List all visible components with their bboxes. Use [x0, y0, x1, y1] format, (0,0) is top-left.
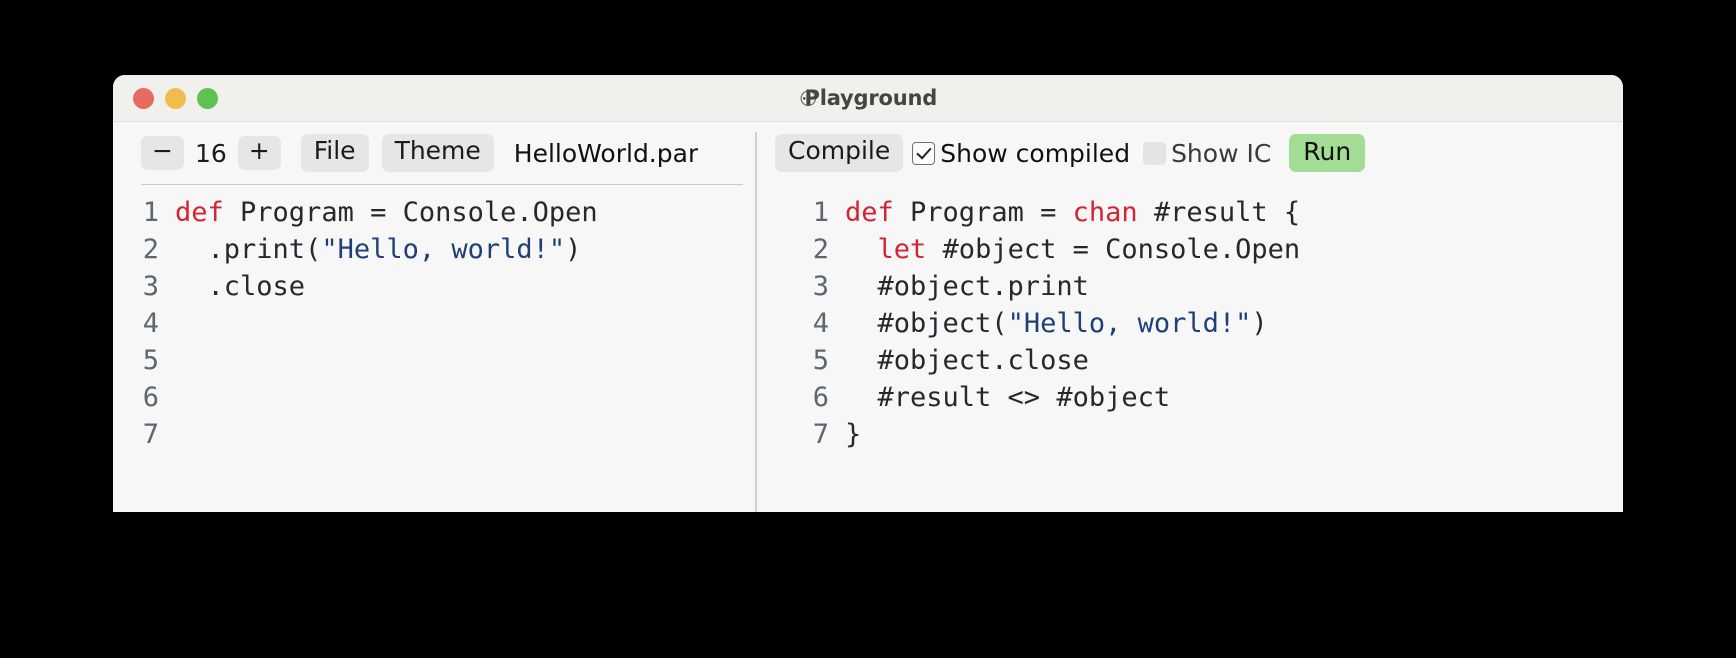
code-keyword: chan	[1072, 197, 1138, 228]
code-plain: .close	[175, 271, 306, 302]
code-line: 3 #object.print	[757, 268, 1623, 305]
code-plain: #result <> #object	[845, 382, 1171, 413]
code-line-text: let #object = Console.Open	[845, 231, 1301, 268]
editor-toolbar-divider	[141, 184, 743, 185]
pane-splitter[interactable]	[755, 132, 757, 512]
code-line: 4 #object("Hello, world!")	[757, 305, 1623, 342]
checkbox-checked-icon	[912, 141, 936, 165]
code-string: "Hello, world!"	[321, 234, 566, 265]
close-window-button[interactable]	[133, 87, 154, 109]
code-line-text: .close	[175, 268, 306, 305]
playground-window: ⚇Playground − 16 + File Theme HelloWorld…	[113, 75, 1623, 512]
code-plain: #result {	[1137, 197, 1301, 228]
editor-toolbar: − 16 + File Theme HelloWorld.par	[113, 122, 755, 184]
window-controls	[133, 87, 218, 109]
source-editor-pane: − 16 + File Theme HelloWorld.par 1 def Pr…	[113, 122, 755, 512]
code-line-text: #object("Hello, world!")	[845, 305, 1268, 342]
code-line-text: .print("Hello, world!")	[175, 231, 582, 268]
code-line: 2 let #object = Console.Open	[757, 231, 1623, 268]
line-number: 7	[812, 419, 829, 450]
code-plain: Program =	[893, 197, 1073, 228]
show-compiled-checkbox[interactable]: Show compiled	[912, 139, 1130, 168]
window-titlebar: ⚇Playground	[113, 75, 1623, 122]
show-compiled-label: Show compiled	[940, 138, 1131, 168]
current-file-name: HelloWorld.par	[513, 138, 699, 168]
file-menu-button[interactable]: File	[300, 134, 369, 172]
line-number: 3	[142, 271, 159, 302]
code-keyword: def	[845, 197, 894, 228]
code-plain: )	[1251, 308, 1268, 339]
code-line: 7}	[757, 416, 1623, 453]
code-plain: .print(	[175, 234, 322, 265]
code-line-text: def Program = Console.Open	[175, 194, 598, 231]
code-line-text: def Program = chan #result {	[845, 194, 1300, 231]
code-keyword: let	[877, 234, 927, 265]
minimize-window-button[interactable]	[165, 87, 186, 109]
output-toolbar: Compile Show compiled Show IC Run	[757, 122, 1623, 184]
code-line: 3 .close	[113, 268, 755, 305]
code-plain: Program = Console.Open	[223, 197, 598, 228]
code-line: 6	[113, 379, 755, 416]
code-line: 1 def Program = chan #result {	[757, 194, 1623, 231]
zoom-in-button[interactable]: +	[237, 136, 281, 170]
code-line: 2 .print("Hello, world!")	[113, 231, 755, 268]
run-button[interactable]: Run	[1289, 134, 1366, 172]
show-ic-label: Show IC	[1171, 138, 1272, 168]
font-size-value: 16	[194, 138, 227, 168]
code-plain: #object = Console.Open	[926, 234, 1301, 265]
code-plain	[845, 234, 878, 265]
code-plain: #object.print	[845, 271, 1089, 302]
code-string: "Hello, world!"	[1007, 308, 1252, 339]
code-line-text: #result <> #object	[845, 379, 1171, 416]
code-plain: )	[565, 234, 582, 265]
code-line-text: #object.close	[845, 342, 1089, 379]
code-line: 5	[113, 342, 755, 379]
code-plain: #object.close	[845, 345, 1089, 376]
line-number: 6	[142, 382, 159, 413]
code-plain: #object(	[845, 308, 1008, 339]
line-number: 1	[142, 197, 159, 228]
compiled-output-pane: Compile Show compiled Show IC Run 1 def P…	[757, 122, 1623, 512]
window-title: ⚇Playground	[113, 86, 1623, 111]
code-line: 1 def Program = Console.Open	[113, 194, 755, 231]
line-number: 5	[142, 345, 159, 376]
maximize-window-button[interactable]	[197, 87, 218, 109]
zoom-out-button[interactable]: −	[141, 136, 184, 170]
window-title-text: Playground	[804, 86, 938, 110]
code-line-text: }	[845, 416, 861, 453]
line-number: 4	[142, 308, 159, 339]
code-line: 7	[113, 416, 755, 453]
checkbox-unchecked-icon	[1143, 141, 1167, 165]
line-number: 2	[812, 234, 829, 265]
code-line-text: #object.print	[845, 268, 1089, 305]
code-line: 5 #object.close	[757, 342, 1623, 379]
code-plain: }	[845, 419, 862, 450]
theme-menu-button[interactable]: Theme	[381, 134, 494, 172]
code-line: 6 #result <> #object	[757, 379, 1623, 416]
line-number: 6	[812, 382, 829, 413]
line-number: 7	[142, 419, 159, 450]
line-number: 3	[812, 271, 829, 302]
line-number: 2	[142, 234, 159, 265]
compile-button[interactable]: Compile	[775, 134, 904, 172]
line-number: 5	[812, 345, 829, 376]
code-keyword: def	[175, 197, 224, 228]
missing-glyph-icon: ⚇	[798, 87, 818, 111]
code-line: 4	[113, 305, 755, 342]
line-number: 1	[812, 197, 829, 228]
show-ic-checkbox[interactable]: Show IC	[1143, 139, 1271, 168]
line-number: 4	[812, 308, 829, 339]
